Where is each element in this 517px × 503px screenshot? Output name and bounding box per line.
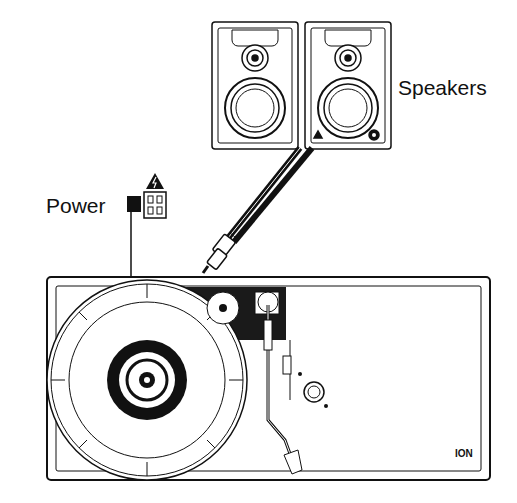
turntable	[47, 277, 490, 480]
brand-logo: ION	[455, 449, 473, 459]
speaker-pair	[212, 22, 391, 149]
power-outlet	[127, 173, 166, 277]
power-label: Power	[46, 195, 106, 216]
rca-cable	[203, 148, 312, 273]
speakers-label: Speakers	[398, 77, 487, 98]
